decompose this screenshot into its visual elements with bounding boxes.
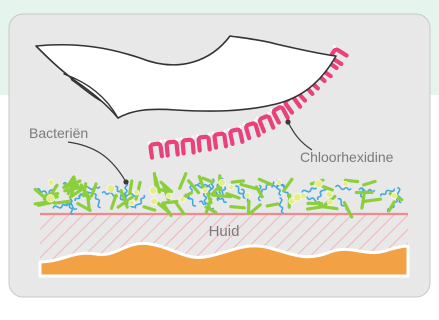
bacterium-coccus [180, 197, 186, 203]
bacterium-coccus [326, 191, 333, 198]
bacterium-coccus [245, 193, 251, 199]
bacterium-rod [130, 181, 132, 194]
bacterium-rod [213, 195, 231, 197]
bacterium-coccus [129, 200, 135, 206]
bacterium-coccus [48, 180, 54, 186]
bacterium-coccus [327, 200, 333, 206]
bacterium-coccus [293, 193, 301, 201]
bacterium-coccus [107, 185, 115, 193]
bacterium-coccus [134, 190, 139, 195]
chlorhexidine-leader-dot [285, 119, 290, 124]
label-skin: Huid [209, 223, 240, 240]
label-bacteria: Bacteriën [29, 125, 88, 141]
bacterium-rod [232, 181, 243, 182]
bacterium-coccus [391, 193, 397, 199]
bacterium-coccus [166, 193, 171, 198]
bacterium-coccus [219, 179, 226, 186]
bacterium-coccus [149, 187, 157, 195]
bacterium-coccus [315, 180, 323, 188]
bacteria-leader-dot [123, 179, 128, 184]
bacterium-rod [165, 202, 177, 203]
bacterium-rod [231, 207, 244, 208]
bacterium-coccus [228, 185, 233, 190]
bacterium-coccus [276, 180, 281, 185]
bacterium-coccus [343, 181, 349, 187]
bacterium-rod [267, 204, 277, 206]
label-chlorhexidine: Chloorhexidine [300, 149, 394, 165]
bacterium-coccus [47, 195, 55, 203]
bacterium-rod [362, 195, 364, 208]
bacterium-rod [363, 199, 381, 201]
bacterium-rod [248, 201, 249, 213]
bacterium-rod [345, 180, 357, 181]
bacterium-coccus [203, 188, 208, 193]
bacterium-rod [55, 201, 69, 203]
bacterium-coccus [151, 198, 158, 205]
